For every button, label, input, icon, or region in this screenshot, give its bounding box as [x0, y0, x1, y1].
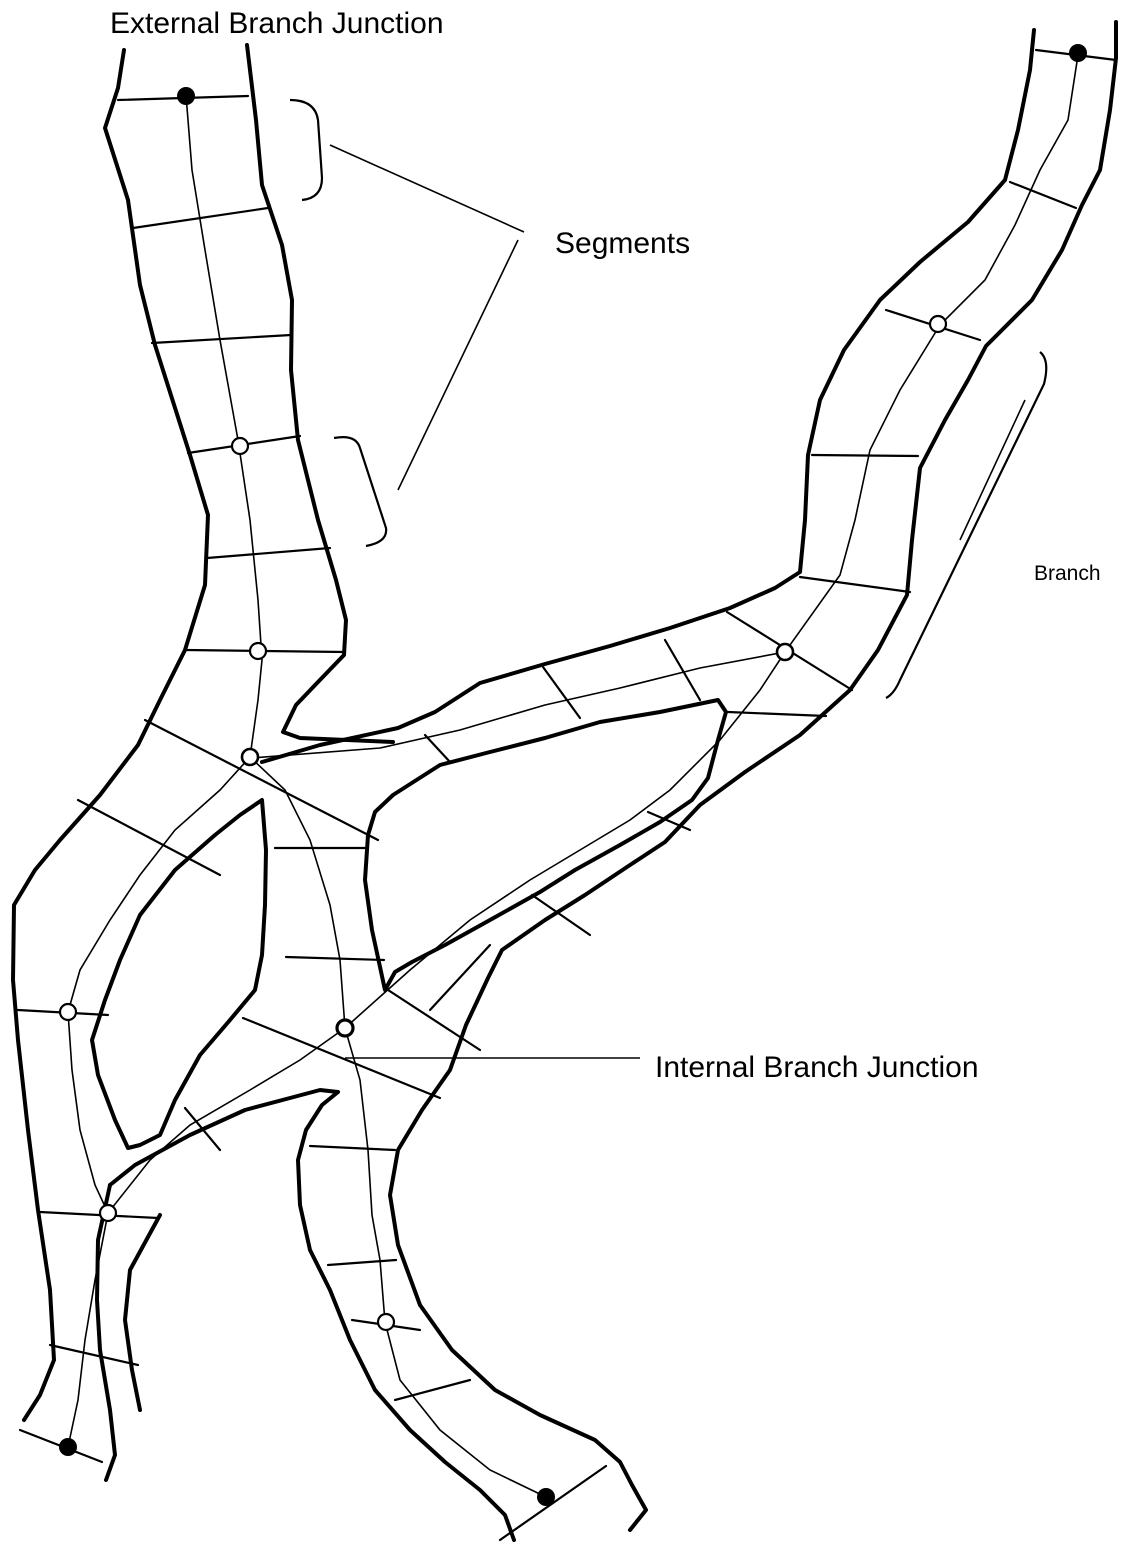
ne-branch-right-bank — [390, 22, 1116, 1530]
sw-channel-right-bank — [97, 1185, 115, 1480]
ne-branch-left-bank — [262, 30, 1034, 762]
internal-junction-node — [250, 643, 266, 659]
external-junction-node — [177, 87, 195, 105]
segment-brace-lower — [334, 437, 386, 546]
segment-line — [207, 548, 330, 558]
segments-label: Segments — [555, 227, 690, 260]
segment-line — [800, 577, 910, 592]
segment-line — [812, 455, 918, 456]
segments-leader-lower — [398, 240, 518, 490]
external-junction-node — [537, 1488, 555, 1506]
segment-line — [500, 1466, 606, 1540]
segment-line — [50, 1345, 138, 1365]
internal-branch-junction-label: Internal Branch Junction — [655, 1051, 979, 1084]
segment-line — [425, 735, 450, 762]
segment-line — [430, 945, 490, 1010]
internal-junction-node — [100, 1205, 116, 1221]
segment-line — [185, 1108, 220, 1150]
east-lower-centerline — [345, 652, 785, 1028]
external-junctions — [59, 44, 1087, 1506]
segment-line — [395, 1380, 470, 1400]
external-junction-node — [59, 1438, 77, 1456]
segment-line — [152, 335, 291, 343]
segment-line — [385, 988, 480, 1050]
mid-centerline — [250, 757, 546, 1497]
segment-lines — [18, 50, 1116, 1540]
internal-junction-node — [242, 749, 258, 765]
internal-junction-node — [232, 438, 248, 454]
segment-line — [286, 957, 384, 960]
nw-centerline — [186, 95, 262, 757]
segment-line — [532, 895, 590, 935]
internal-junction-node — [337, 1020, 353, 1036]
branch-label: Branch — [1034, 562, 1101, 585]
external-junction-node — [1069, 44, 1087, 62]
bottom-left-inner-bank — [125, 1215, 160, 1410]
segment-line — [543, 667, 580, 718]
external-branch-junction-label: External Branch Junction — [110, 7, 444, 40]
sw-centerline — [68, 757, 250, 1447]
segment-line — [1010, 182, 1076, 208]
segments-leader-upper — [330, 145, 524, 232]
internal-junction-node — [60, 1004, 76, 1020]
segment-line — [328, 1260, 396, 1265]
segment-line — [310, 1146, 395, 1150]
internal-junction-node — [777, 644, 793, 660]
internal-junction-node — [378, 1314, 394, 1330]
internal-junction-node — [930, 316, 946, 332]
segment-brace-upper — [290, 100, 322, 200]
lower-island-outline — [110, 1090, 514, 1540]
branch-leader — [960, 400, 1025, 540]
segment-line — [728, 712, 826, 716]
right-island-outline — [365, 700, 726, 990]
